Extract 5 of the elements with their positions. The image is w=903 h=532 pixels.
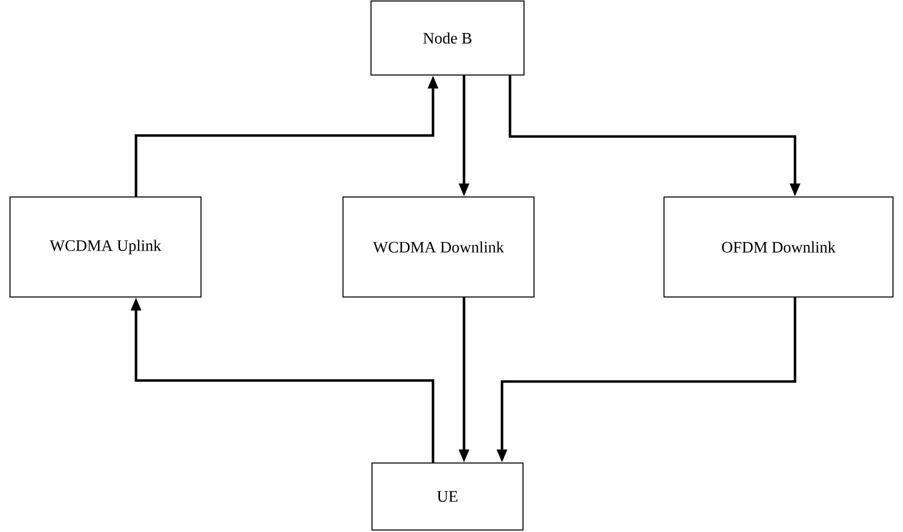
process-box: WCDMA Uplink: [10, 196, 202, 298]
process-box: WCDMA Downlink: [342, 196, 534, 298]
process-box: Node B: [370, 0, 524, 76]
process-box: UE: [372, 462, 524, 530]
process-box: OFDM Downlink: [664, 196, 894, 298]
